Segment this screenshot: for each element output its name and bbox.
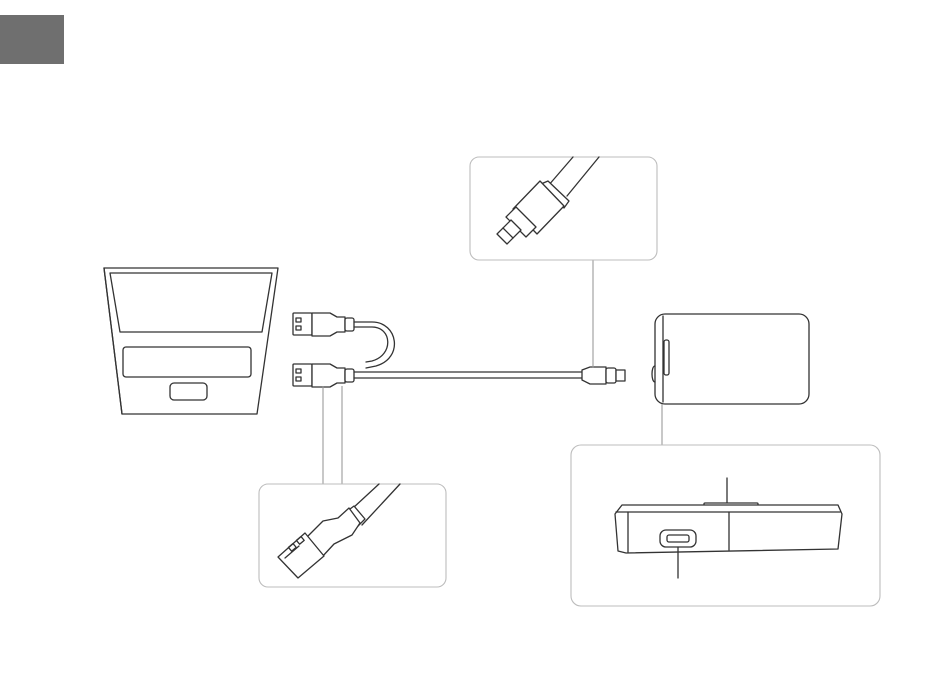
laptop-icon	[104, 268, 278, 414]
hard-drive-icon	[652, 314, 809, 404]
mini-usb-plug-detail	[470, 157, 657, 368]
usb-plug-lower	[293, 364, 354, 387]
mini-usb-plug-small	[582, 367, 625, 384]
usb-plug-upper	[293, 313, 354, 336]
usb-y-cable-icon	[293, 313, 625, 387]
usb-a-plug-detail	[259, 386, 446, 587]
drive-port-detail	[571, 404, 880, 606]
